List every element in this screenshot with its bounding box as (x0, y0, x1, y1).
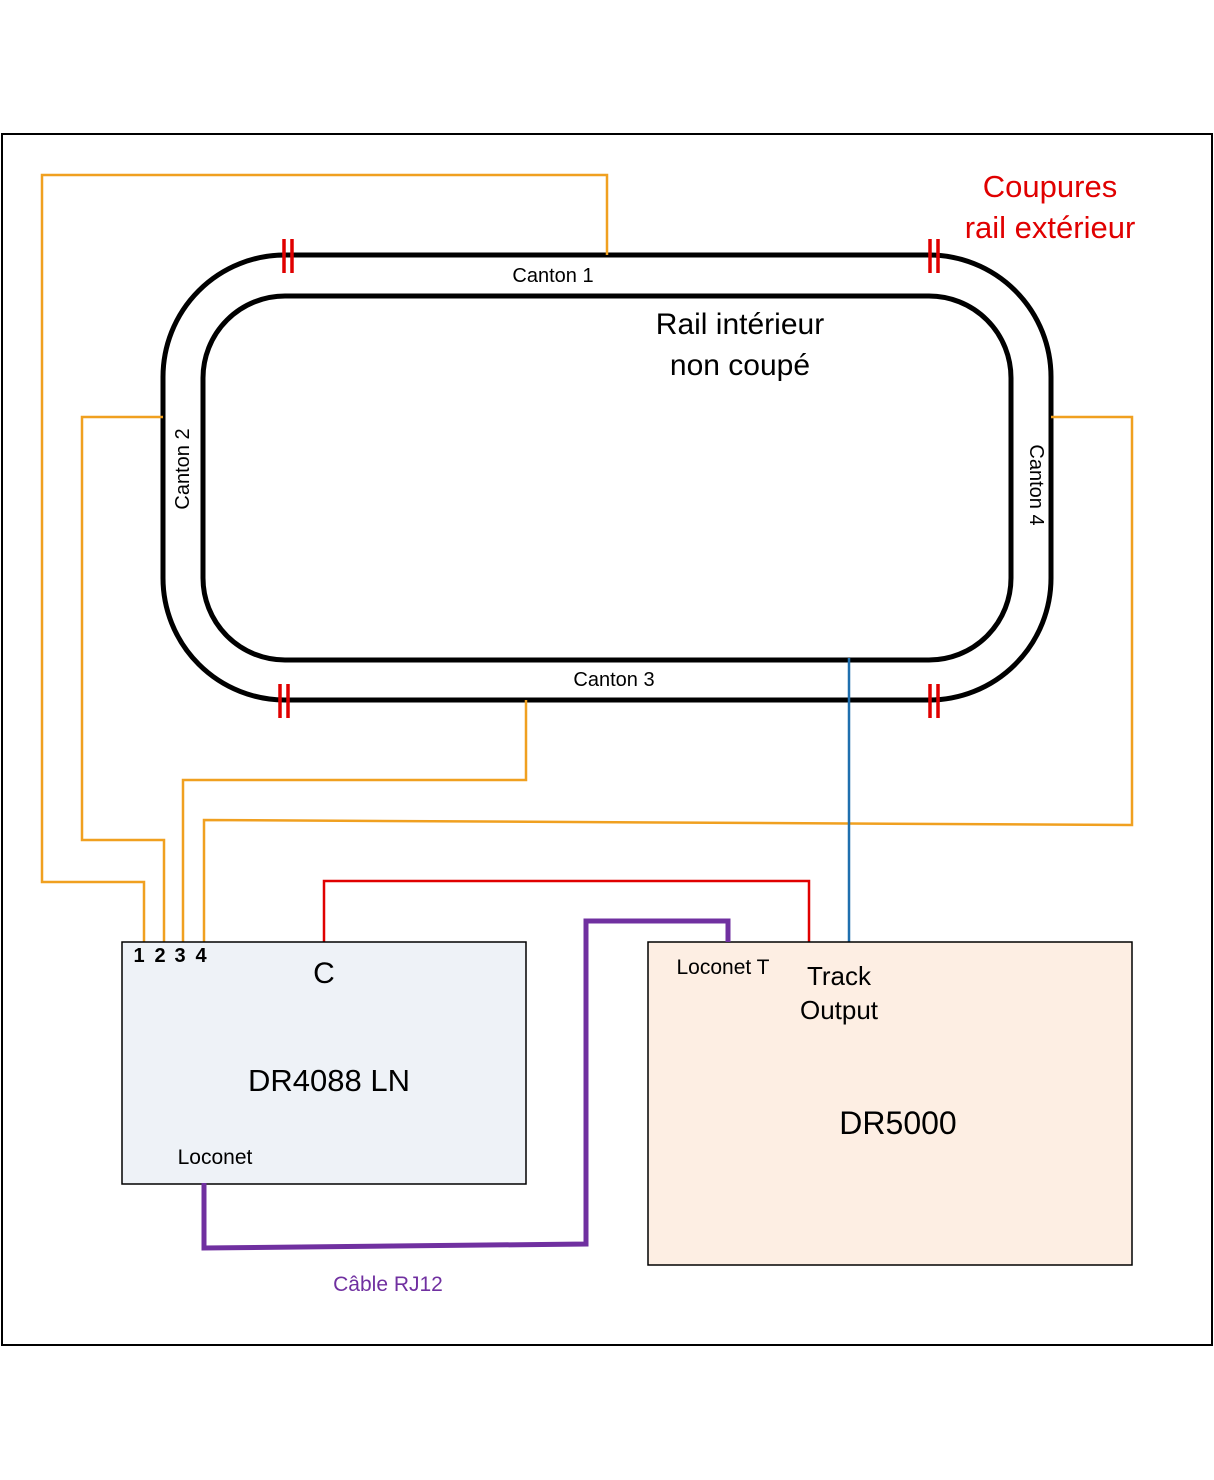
common-wire (322, 879, 811, 942)
rj12-cable-label: Câble RJ12 (333, 1273, 443, 1296)
canton-3-label: Canton 3 (573, 669, 654, 691)
dr4088-input-1: 1 (133, 945, 144, 967)
gaps-title-line2: rail extérieur (965, 210, 1136, 245)
feeder-wire-canton-2 (80, 415, 166, 942)
inner-rail-label-line1: Rail intérieur (656, 308, 824, 341)
canton-1-label: Canton 1 (512, 265, 593, 287)
loconet-cable (201, 918, 731, 1251)
dr5000-track-output-line2: Output (800, 995, 879, 1025)
rail-gap-bottom-left (278, 684, 290, 718)
inner-rail (200, 293, 1014, 663)
dr5000-track-output-line1: Track (807, 961, 872, 991)
canton-4-label: Canton 4 (1025, 444, 1047, 525)
diagram-frame (1, 133, 1213, 1346)
feeder-wire-canton-3 (181, 700, 528, 942)
gaps-title-line1: Coupures (983, 169, 1117, 204)
dr4088-input-3: 3 (174, 945, 185, 967)
dr5000-box (647, 941, 1133, 1266)
dr4088-common-terminal: C (313, 957, 335, 990)
feeder-wire-canton-4 (202, 415, 1134, 942)
inner-rail-label-line2: non coupé (670, 349, 810, 382)
canton-2-label: Canton 2 (172, 428, 194, 509)
dr4088-title: DR4088 LN (248, 1063, 410, 1098)
dr5000-title: DR5000 (839, 1105, 956, 1141)
dr4088-input-4: 4 (195, 945, 207, 967)
feeder-wire-canton-1 (40, 173, 609, 942)
dr5000-loconet-port: Loconet T (676, 956, 769, 979)
dr4088-input-2: 2 (154, 945, 165, 967)
outer-rail (160, 252, 1054, 703)
rail-gap-bottom-right (928, 684, 940, 718)
dr4088-loconet-port: Loconet (178, 1146, 253, 1169)
rail-gap-top-right (928, 239, 940, 273)
rail-gap-top-left (282, 239, 294, 273)
dr4088-box (121, 941, 527, 1185)
